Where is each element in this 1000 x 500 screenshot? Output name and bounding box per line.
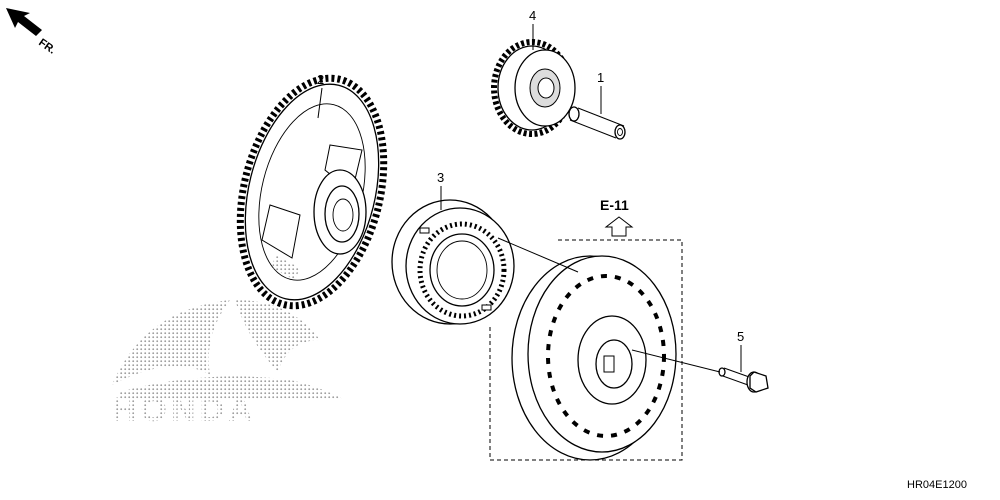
part-4-idle-gear[interactable] bbox=[491, 39, 576, 137]
assembly-line-clutch bbox=[497, 237, 579, 273]
callout-5: 5 bbox=[737, 329, 744, 344]
part-2-starter-driven-gear[interactable] bbox=[218, 63, 406, 321]
part-5-bolt[interactable] bbox=[718, 367, 769, 393]
part-1-shaft[interactable] bbox=[568, 106, 626, 140]
front-direction-label: FR. bbox=[36, 37, 57, 57]
callout-4: 4 bbox=[529, 8, 536, 23]
honda-watermark-text: HONDA bbox=[112, 391, 257, 429]
honda-wing-logo: HONDA bbox=[112, 300, 345, 429]
front-direction-arrow-icon bbox=[6, 8, 42, 36]
front-direction-indicator: FR. bbox=[6, 8, 58, 57]
diagram-code: HR04E1200 bbox=[907, 479, 967, 491]
callout-1: 1 bbox=[597, 70, 604, 85]
callout-2-leader bbox=[317, 87, 323, 119]
reference-group-box bbox=[489, 239, 683, 461]
callout-2: 2 bbox=[317, 72, 324, 87]
up-arrow-icon bbox=[604, 216, 634, 237]
reference-label[interactable]: E-11 bbox=[600, 197, 629, 213]
reference-e11[interactable]: E-11 bbox=[600, 197, 634, 237]
assembly-line-bolt bbox=[631, 349, 721, 373]
starter-clutch-outer[interactable] bbox=[511, 255, 677, 461]
callout-3: 3 bbox=[437, 170, 444, 185]
part-3-starter-one-way-clutch[interactable] bbox=[391, 199, 515, 325]
